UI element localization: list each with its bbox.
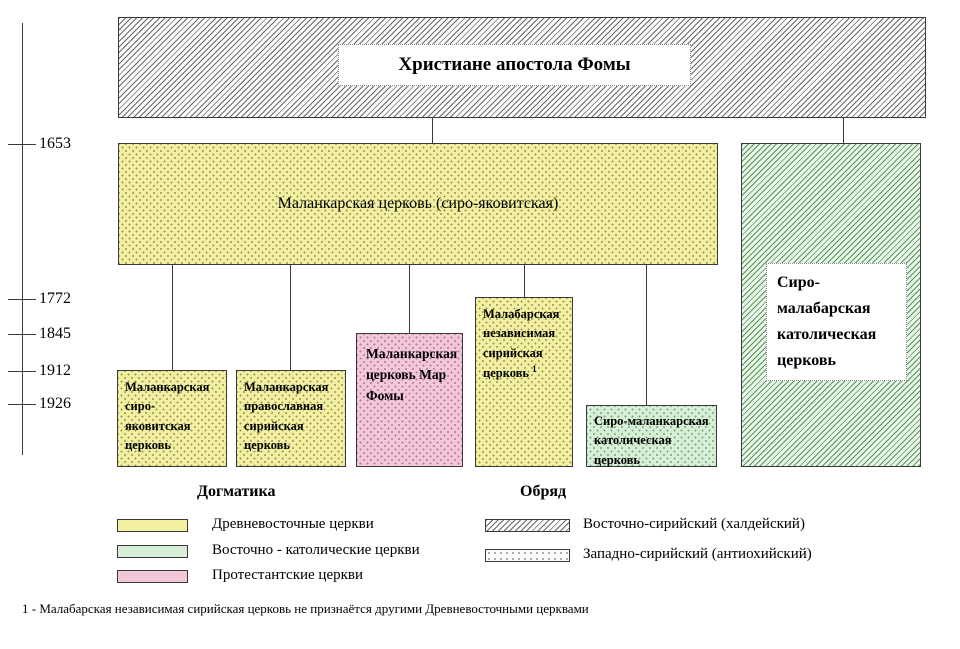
connector-to-orthodox-syrian [290,265,291,370]
malabar-independent-label: Малабарская независимая сирийская церков… [483,307,560,381]
box-malabar-independent-syrian: Малабарская независимая сирийская церков… [475,297,573,467]
root-box-label: Христиане апостола Фомы [338,44,691,86]
root-box-thomas-christians: Христиане апостола Фомы [118,17,926,118]
connector-to-malabar-independent [524,265,525,297]
box-mar-thoma: Маланкарская церковь Мар Фомы [356,333,463,467]
connector-root-to-malankara [432,118,433,143]
year-label-1653: 1653 [39,135,71,152]
box-syro-malankara-catholic: Сиро-маланкарская католическая церковь [586,405,717,467]
footnote-marker: 1 [532,364,537,375]
legend-heading-dogmatics: Догматика [197,483,276,500]
timeline-tick-1912 [8,371,36,372]
timeline-tick-1653 [8,144,36,145]
box-malankara-church: Маланкарская церковь (сиро-яковитская) [118,143,718,265]
timeline-tick-1926 [8,404,36,405]
legend-swatch-ancient-eastern [117,519,188,532]
legend-swatch-west-syriac [485,549,570,562]
legend-label-protestant: Протестантские церкви [212,567,364,583]
legend-swatch-east-syriac [485,519,570,532]
box-syro-malabar-catholic: Сиро-малабарская католическая церковь [741,143,921,467]
legend-label-eastern-catholic: Восточно - католические церкви [212,542,420,558]
legend-label-east-syriac: Восточно-сирийский (халдейский) [583,516,805,532]
timeline-axis [22,23,23,455]
connector-to-syro-malankara [646,265,647,405]
year-label-1912: 1912 [39,362,71,379]
connector-to-mar-thoma [409,265,410,333]
legend-swatch-protestant [117,570,188,583]
timeline-tick-1772 [8,299,36,300]
syro-malabar-label: Сиро-малабарская католическая церковь [766,263,907,381]
legend-label-ancient-eastern: Древневосточные церкви [212,516,374,532]
year-label-1845: 1845 [39,325,71,342]
legend-swatch-eastern-catholic [117,545,188,558]
connector-root-to-syro-malabar [843,118,844,143]
year-label-1926: 1926 [39,395,71,412]
box-malankara-orthodox-syrian: Маланкарская православная сирийская церк… [236,370,346,467]
box-malankara-syro-jacobite: Маланкарская сиро-яковитская церковь [117,370,227,467]
connector-to-syro-jacobite [172,265,173,370]
timeline-tick-1845 [8,334,36,335]
legend-heading-rite: Обряд [520,483,567,500]
legend-label-west-syriac: Западно-сирийский (антиохийский) [583,546,812,562]
footnote-text: 1 - Малабарская независимая сирийская це… [22,601,589,616]
year-label-1772: 1772 [39,290,71,307]
